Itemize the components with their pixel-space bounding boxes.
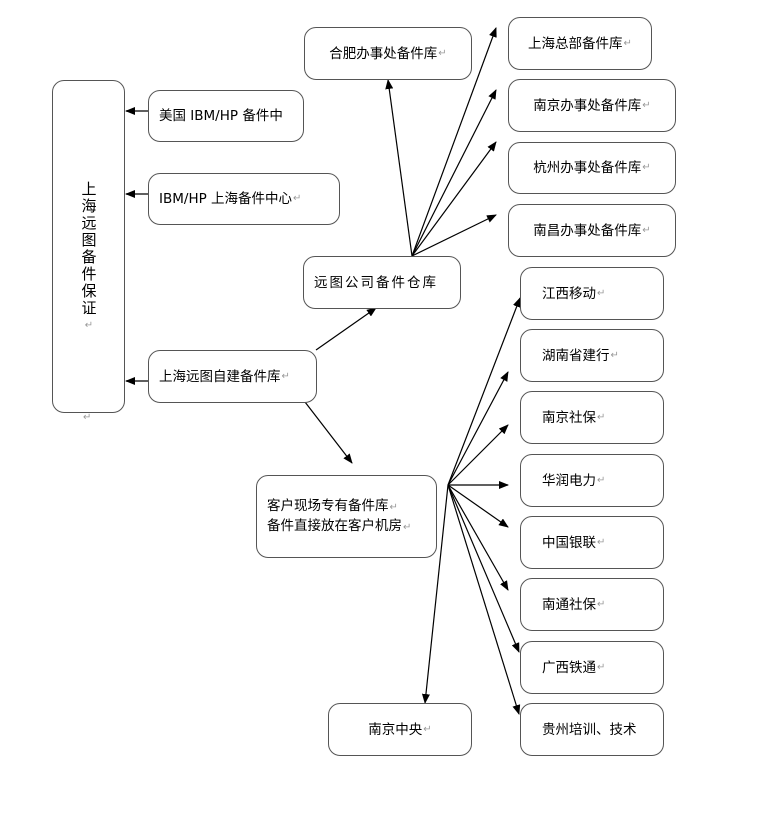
root-label: 上海远图备件保证 [79,181,98,317]
office-node-hefei: 合肥办事处备件库 ↵ [304,27,472,80]
customer-node-gx: 广西铁通 ↵ [520,641,664,694]
arrow-self-to-warehouse [315,307,377,351]
paragraph-mark: ↵ [83,412,92,423]
arrow-onsite-to-nt [447,484,509,591]
paragraph-mark: ↵ [293,193,302,204]
paragraph-mark: ↵ [438,47,447,59]
source-node-us: 美国 IBM/HP 备件中 [148,90,304,142]
arrow-self-to-onsite [304,401,353,464]
paragraph-mark: ↵ [597,411,606,423]
paragraph-mark: ↵ [389,501,398,513]
office-label: 南京办事处备件库 [533,97,642,114]
paragraph-mark: ↵ [642,162,651,173]
arrow-warehouse-to-shhq [411,27,497,257]
customer-label: 南京中央 [368,721,423,738]
arrow-onsite-to-gx [447,484,520,653]
arrow-warehouse-to-hefei [385,79,413,257]
paragraph-mark: ↵ [642,99,651,111]
paragraph-mark: ↵ [642,224,651,236]
paragraph-mark: ↵ [597,474,606,486]
source-node-self: 上海远图自建备件库 ↵ [148,350,317,403]
paragraph-mark: ↵ [597,661,606,673]
customer-node-yl: 中国银联 ↵ [520,516,664,569]
arrow-onsite-to-jx [447,297,521,486]
source-label: IBM/HP 上海备件中心 [159,191,293,207]
paragraph-mark: ↵ [597,598,606,610]
customer-node-jx: 江西移动 ↵ [520,267,664,320]
customer-label: 南通社保 [542,596,596,613]
paragraph-mark: ↵ [84,320,94,331]
warehouse-label: 远图公司备件仓库 [314,274,438,291]
arrow-warehouse-to-nanjing [411,89,497,257]
source-label: 上海远图自建备件库 [159,368,281,385]
paragraph-mark: ↵ [597,536,606,548]
office-label: 南昌办事处备件库 [533,222,642,239]
customer-label: 中国银联 [542,534,596,551]
arrow-onsite-to-njzy [421,484,449,704]
paragraph-mark: ↵ [423,723,432,735]
customer-node-nt: 南通社保 ↵ [520,578,664,631]
office-label: 合肥办事处备件库 [329,45,438,62]
office-node-hangzhou: 杭州办事处备件库 ↵ [508,142,676,194]
arrow-warehouse-to-nanchang [411,214,497,257]
source-label: 美国 IBM/HP 备件中 [159,108,283,124]
root-node: 上海远图备件保证 ↵ [52,80,125,413]
customer-node-gz: 贵州培训、技术 [520,703,664,756]
arrow-onsite-to-njsb [447,424,509,486]
onsite-line-2: 备件直接放在客户机房 [267,517,402,534]
office-node-nanchang: 南昌办事处备件库 ↵ [508,204,676,257]
warehouse-node: 远图公司备件仓库 [303,256,461,309]
onsite-node: 客户现场专有备件库↵ 备件直接放在客户机房↵ [256,475,437,558]
paragraph-mark: ↵ [610,349,619,361]
paragraph-mark: ↵ [623,37,632,49]
arrow-onsite-to-gz [447,484,521,715]
source-node-sh: IBM/HP 上海备件中心 ↵ [148,173,340,225]
office-label: 杭州办事处备件库 [533,160,642,176]
customer-label: 江西移动 [542,285,596,302]
paragraph-mark: ↵ [403,521,412,533]
office-node-shhq: 上海总部备件库 ↵ [508,17,652,70]
customer-label: 华润电力 [542,472,596,489]
customer-label: 湖南省建行 [542,347,610,364]
arrow-onsite-to-yl [447,484,509,528]
paragraph-mark: ↵ [597,287,606,299]
arrow-warehouse-to-hangzhou [411,141,497,257]
office-node-nanjing: 南京办事处备件库 ↵ [508,79,676,132]
customer-label: 贵州培训、技术 [542,721,637,738]
office-label: 上海总部备件库 [528,35,623,52]
customer-node-njsb: 南京社保 ↵ [520,391,664,444]
customer-node-hn: 湖南省建行 ↵ [520,329,664,382]
onsite-line-1: 客户现场专有备件库 [267,497,389,514]
arrow-onsite-to-hn [447,371,509,486]
customer-node-njzy: 南京中央 ↵ [328,703,472,756]
customer-node-hr: 华润电力 ↵ [520,454,664,507]
customer-label: 南京社保 [542,409,596,426]
paragraph-mark: ↵ [281,370,290,382]
customer-label: 广西铁通 [542,659,596,676]
